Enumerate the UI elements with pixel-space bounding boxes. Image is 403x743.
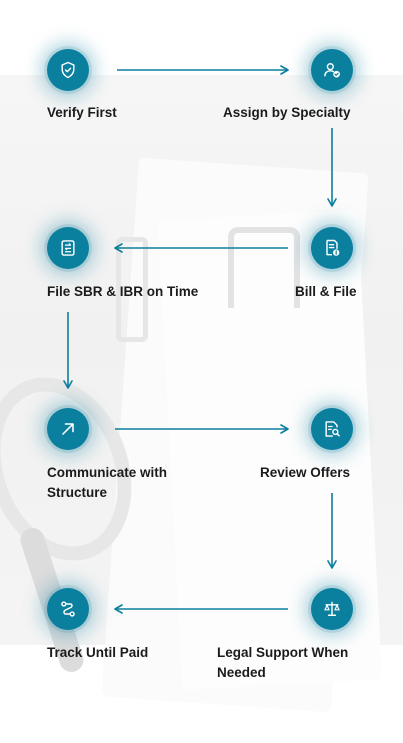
step-verify-node	[47, 49, 89, 91]
user-check-icon	[324, 63, 340, 78]
step-assign-label: Assign by Specialty	[223, 105, 351, 120]
route-icon	[61, 601, 75, 617]
step-communicate-label: Communicate with Structure	[47, 465, 168, 500]
step-communicate-node	[47, 408, 89, 450]
step-track-node	[47, 588, 89, 630]
step-bill-node	[311, 227, 353, 269]
document-exchange-icon	[61, 240, 75, 256]
step-track-label: Track Until Paid	[47, 645, 149, 660]
shield-check-icon	[61, 61, 75, 79]
step-file-node	[47, 227, 89, 269]
invoice-icon	[326, 239, 340, 256]
background-binder-clip	[228, 227, 300, 308]
step-legal-node	[311, 588, 353, 630]
background-binder-clip	[116, 237, 148, 342]
step-legal-label: Legal Support When Needed	[217, 645, 349, 680]
step-file-label: File SBR & IBR on Time	[47, 284, 199, 299]
background-photo	[0, 75, 403, 713]
document-search-icon	[325, 421, 340, 437]
step-assign-node	[311, 49, 353, 91]
step-bill-label: Bill & File	[295, 284, 357, 299]
step-review-label: Review Offers	[260, 465, 351, 480]
arrow-up-right-icon	[62, 423, 74, 435]
scales-icon	[324, 601, 340, 616]
step-review-node	[311, 408, 353, 450]
step-verify-label: Verify First	[47, 105, 117, 120]
